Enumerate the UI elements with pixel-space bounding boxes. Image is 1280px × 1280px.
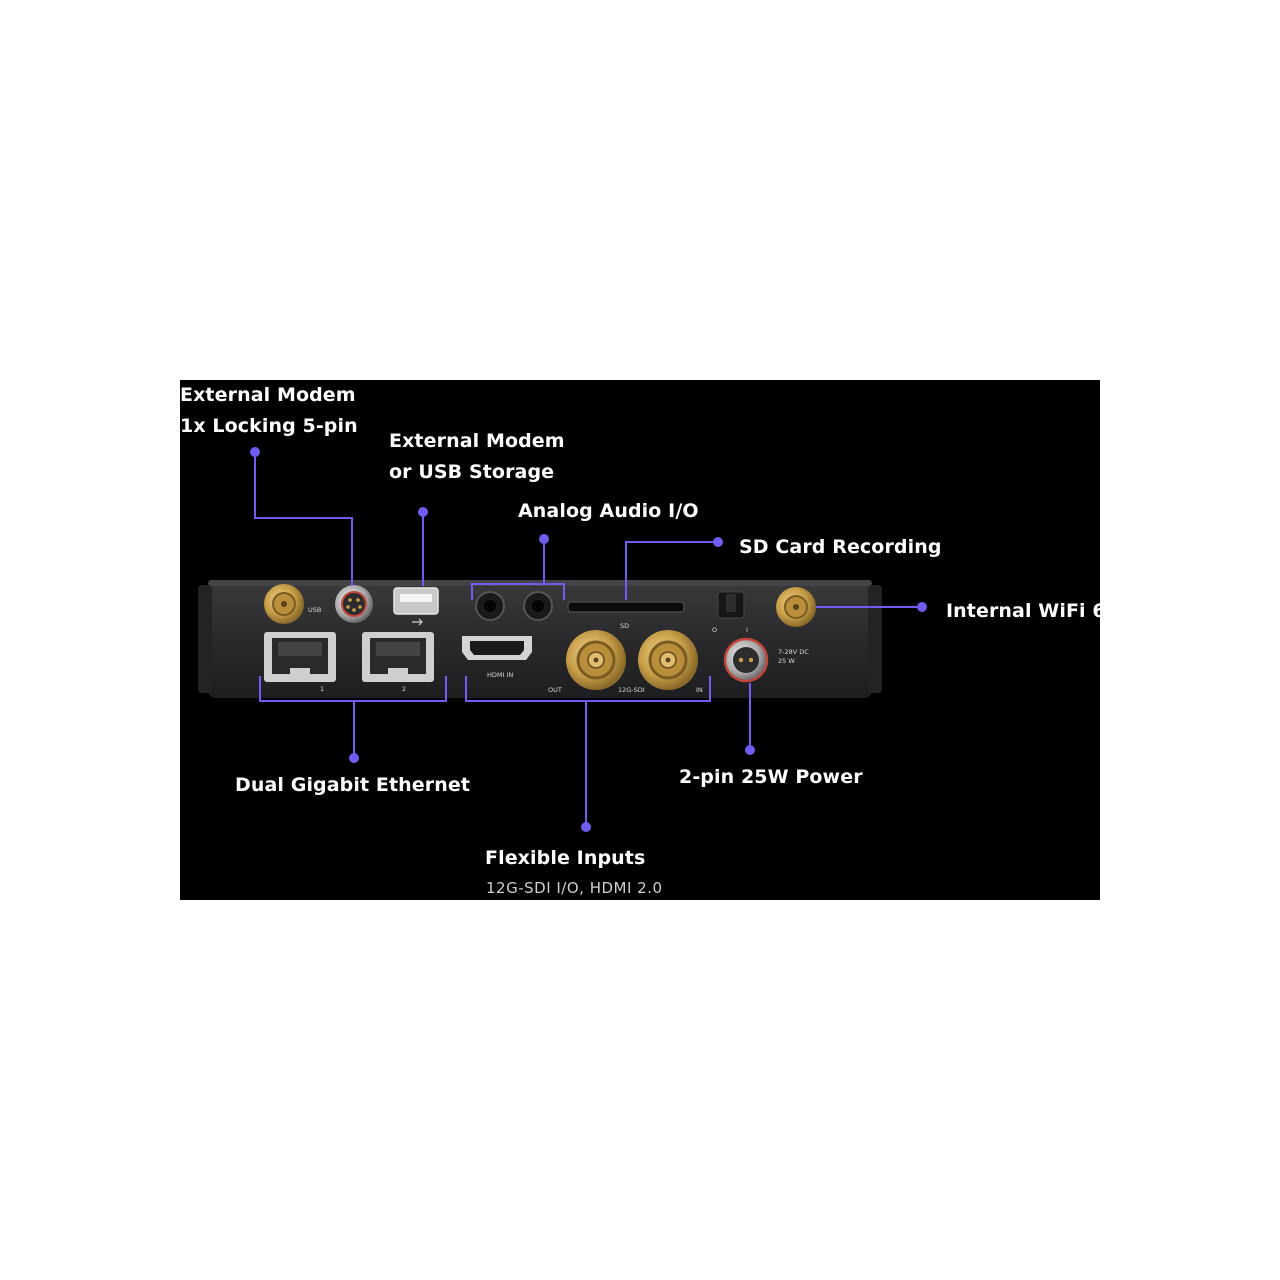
line-ethernet bbox=[259, 676, 447, 758]
sdi-panel-label: 12G-SDI bbox=[618, 686, 645, 694]
hdmi-port bbox=[462, 636, 532, 660]
headphone-jack bbox=[523, 591, 553, 621]
callout-power: 2-pin 25W Power bbox=[679, 766, 863, 788]
sd-panel-label: SD bbox=[620, 622, 629, 630]
callout-ext-modem-5pin-line1: External Modem bbox=[180, 384, 356, 406]
lemo-5pin-connector bbox=[335, 585, 373, 623]
callout-ext-modem-usb-line2: or USB Storage bbox=[389, 461, 555, 483]
callout-ext-modem-usb: External Modem or USB Storage bbox=[389, 426, 565, 488]
callout-ethernet: Dual Gigabit Ethernet bbox=[235, 774, 471, 796]
callout-inputs-subtitle: 12G-SDI I/O, HDMI 2.0 bbox=[486, 879, 663, 897]
mic-jack bbox=[475, 591, 505, 621]
switch-off-label: O bbox=[712, 626, 717, 634]
line-ext-modem-5pin bbox=[254, 452, 353, 586]
line-analog-audio bbox=[471, 539, 565, 600]
usb-a-port bbox=[393, 587, 439, 626]
sma-antenna-wifi bbox=[776, 587, 816, 627]
sdi-bnc-out bbox=[566, 630, 626, 690]
hdmi-panel-label: HDMI IN bbox=[487, 671, 513, 679]
callout-inputs-title: Flexible Inputs bbox=[485, 847, 646, 869]
sma-antenna-left bbox=[264, 584, 304, 624]
in-panel-label: IN bbox=[696, 686, 703, 694]
callout-analog-audio: Analog Audio I/O bbox=[518, 500, 699, 522]
usb-panel-label: USB bbox=[308, 606, 321, 614]
device-illustration: USB SD HDMI IN OUT 12G-SDI IN 1 2 O I 7-… bbox=[198, 447, 927, 832]
switch-on-label: I bbox=[746, 626, 748, 634]
product-diagram-panel: USB SD HDMI IN OUT 12G-SDI IN 1 2 O I 7-… bbox=[180, 380, 1100, 900]
callout-sd-card: SD Card Recording bbox=[739, 536, 942, 558]
sd-card-slot bbox=[567, 601, 685, 613]
callout-lines bbox=[254, 452, 922, 827]
callout-dots bbox=[250, 447, 927, 832]
sdi-bnc-in bbox=[638, 630, 698, 690]
power-spec-label-2: 25 W bbox=[778, 657, 795, 665]
line-sd-card bbox=[625, 541, 718, 600]
callout-ext-modem-5pin: External Modem 1x Locking 5-pin bbox=[180, 380, 358, 442]
callout-wifi: Internal WiFi 6 bbox=[946, 600, 1100, 622]
callout-ext-modem-5pin-line2: 1x Locking 5-pin bbox=[180, 415, 358, 437]
callout-ext-modem-usb-line1: External Modem bbox=[389, 430, 565, 452]
ethernet-port-2 bbox=[362, 632, 434, 682]
power-switch bbox=[717, 591, 745, 619]
eth1-panel-label: 1 bbox=[320, 685, 324, 693]
out-panel-label: OUT bbox=[548, 686, 562, 694]
eth2-panel-label: 2 bbox=[402, 685, 406, 693]
line-inputs bbox=[465, 676, 711, 827]
power-2pin-connector bbox=[723, 637, 769, 683]
power-spec-label-1: 7-28V DC bbox=[778, 648, 809, 656]
ethernet-port-1 bbox=[264, 632, 336, 682]
